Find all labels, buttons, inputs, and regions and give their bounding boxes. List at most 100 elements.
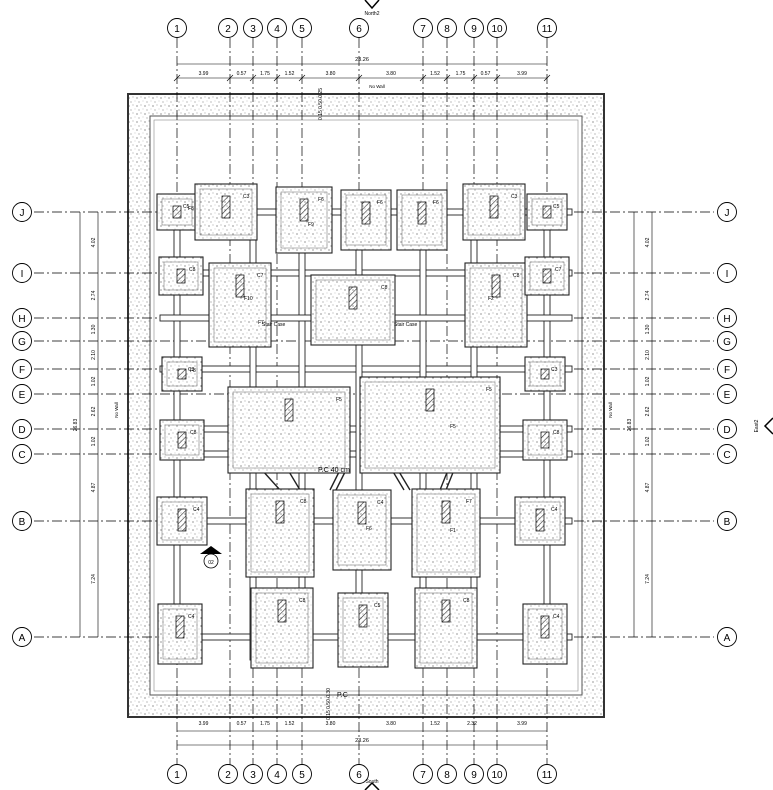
- footing-row-j-4-tag: F6: [433, 200, 439, 206]
- footing-row-d-far-right: [522, 419, 568, 461]
- footing-row-b-4-inner: [519, 501, 561, 541]
- foot-label-7: F6: [366, 526, 372, 532]
- footing-row-j-2-inner: [280, 191, 328, 249]
- footing-row-j-1-inner: [199, 188, 253, 236]
- top-dim-7: 1.75: [456, 71, 466, 77]
- footing-row-b-0-column: [177, 508, 187, 532]
- footing-row-j-1-tag: C3: [243, 194, 250, 200]
- footing-row-i-0-column: [176, 268, 186, 284]
- bottom-dim-2: 1.75: [260, 721, 270, 727]
- footing-row-b-1-column: [275, 500, 285, 524]
- col-bubble-bottom-2: [218, 764, 238, 784]
- side-dim-0-8: 7.24: [91, 574, 97, 584]
- pc-label-bottom: P.C: [337, 692, 348, 699]
- footing-row-j-5-tag: C3: [511, 194, 518, 200]
- row-label-left-H: H: [18, 314, 25, 325]
- side-dim-1-0: 4.02: [645, 237, 651, 247]
- col-bubble-bottom-6: [349, 764, 369, 784]
- side-dim-1-1: 2.74: [645, 290, 651, 300]
- dim-tick: [355, 74, 363, 82]
- footing-row-i-1-tag: C7: [257, 273, 264, 279]
- footing-row-i-0-inner: [163, 261, 199, 291]
- side-dim-1-5: 2.62: [645, 406, 651, 416]
- foot-label-5: F3: [190, 368, 196, 374]
- footing-row-d-right-tag: F5: [486, 387, 492, 393]
- footing-row-j-6-inner: [531, 198, 563, 226]
- footing-row-d-left-tag: F5: [336, 397, 342, 403]
- footing-row-b-4-tag: C4: [551, 507, 558, 513]
- footing-row-a-2-tag: C5: [374, 603, 381, 609]
- footing-row-j-6-tag: C5: [553, 204, 560, 210]
- side-dim-0-5: 2.62: [91, 406, 97, 416]
- stair-label-left: Stair Case: [262, 322, 286, 328]
- side-dim-1-7: 4.87: [645, 482, 651, 492]
- footing-row-a-4-inner: [527, 608, 563, 660]
- section-mark-label: 02: [208, 560, 214, 566]
- footing-row-i-1-inner: [213, 267, 267, 343]
- footing-row-e-right-inner: [529, 361, 561, 387]
- bottom-dim-7: 2.32: [467, 721, 477, 727]
- footing-row-b-0-inner: [161, 501, 203, 541]
- row-label-right-C: C: [723, 450, 730, 461]
- side-dim-1-3: 2.10: [645, 350, 651, 360]
- col-bubble-bottom-4: [267, 764, 287, 784]
- col-bubble-top-10: [487, 18, 507, 38]
- row-bubble-right-G: [717, 331, 737, 351]
- dim-tick: [543, 74, 551, 82]
- footing-row-e-left-tag: C3: [188, 367, 195, 373]
- footing-row-b-2-column: [357, 501, 367, 525]
- row-bubble-left-H: [12, 308, 32, 328]
- row-label-right-G: G: [723, 337, 731, 348]
- south-label: South: [365, 779, 378, 785]
- footing-row-a-2: [337, 592, 389, 668]
- col-label-top-2: 2: [225, 24, 231, 35]
- footing-row-b-2-tag: C4: [377, 500, 384, 506]
- col-bubble-top-7: [413, 18, 433, 38]
- row-bubble-left-B: [12, 511, 32, 531]
- side-dim-0-1: 2.74: [91, 290, 97, 300]
- footing-core-upper-tag: C8: [381, 285, 388, 291]
- dim-tick: [273, 74, 281, 82]
- footing-row-e-left-inner: [166, 361, 198, 387]
- top-dim-4: 3.80: [326, 71, 336, 77]
- footing-row-e-left-column: [177, 368, 187, 380]
- col-label-top-9: 9: [471, 24, 477, 35]
- footing-row-i-2-column: [491, 274, 501, 298]
- col-label-bottom-1: 1: [174, 770, 180, 781]
- col-bubble-top-3: [243, 18, 263, 38]
- footing-row-j-0-inner: [161, 198, 193, 226]
- top-dim-9: 3.99: [517, 71, 527, 77]
- footing-row-j-3-tag: F6: [377, 200, 383, 206]
- col-bubble-top-11: [537, 18, 557, 38]
- footing-row-b-4-column: [535, 508, 545, 532]
- col-bubble-bottom-9: [464, 764, 484, 784]
- stair-label-right: Stair Case: [394, 322, 418, 328]
- footing-row-a-2-column: [358, 604, 368, 628]
- col-bubble-bottom-7: [413, 764, 433, 784]
- footing-row-d-far-right-tag: C8: [553, 430, 560, 436]
- dim-tick: [298, 74, 306, 82]
- row-bubble-right-H: [717, 308, 737, 328]
- footing-row-j-4-column: [417, 201, 427, 225]
- top-dim-1: 0.57: [237, 71, 247, 77]
- footing-row-d-far-left-tag: C8: [190, 430, 197, 436]
- dim-tick: [249, 74, 257, 82]
- footing-row-i-3-column: [542, 268, 552, 284]
- col-bubble-bottom-3: [243, 764, 263, 784]
- col-label-top-7: 7: [420, 24, 426, 35]
- col-label-bottom-7: 7: [420, 770, 426, 781]
- footing-row-j-5-column: [489, 195, 499, 219]
- col-label-top-5: 5: [299, 24, 305, 35]
- footing-row-a-0-tag: C4: [188, 614, 195, 620]
- row-label-left-C: C: [18, 450, 25, 461]
- footing-row-a-0-column: [175, 615, 185, 639]
- footing-row-d-far-right-column: [540, 431, 550, 449]
- footing-row-a-3-tag: C8: [463, 598, 470, 604]
- dim-tick: [419, 74, 427, 82]
- row-label-right-I: I: [726, 269, 729, 280]
- row-bubble-right-J: [717, 202, 737, 222]
- section-mark-arrow-icon: [200, 546, 222, 554]
- foot-label-6: F5: [450, 424, 456, 430]
- side-dim-1-2: 1.30: [645, 324, 651, 334]
